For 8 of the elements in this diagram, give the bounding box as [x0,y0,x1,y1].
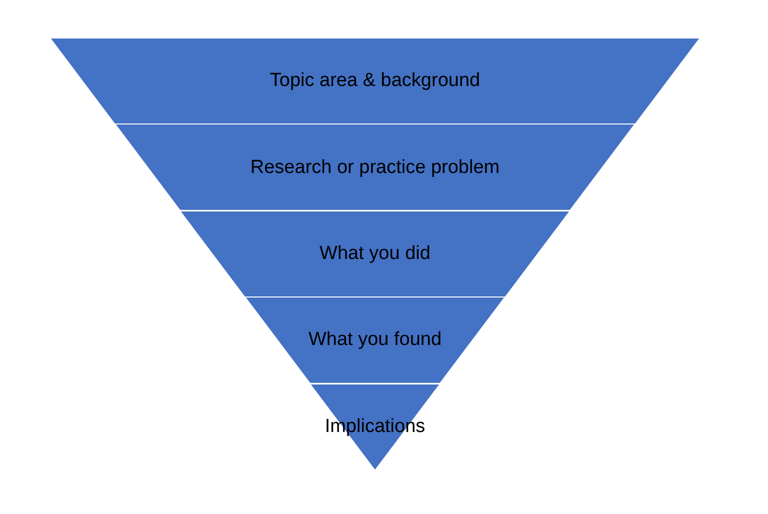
funnel-band [245,297,505,384]
band-label: Topic area & background [268,70,482,92]
funnel-band [50,38,700,124]
funnel-band [180,210,570,298]
band-label: Research or practice problem [249,156,501,179]
band-label: What you found [307,329,443,352]
funnel-band [115,124,635,211]
band-label: What you did [318,242,432,265]
